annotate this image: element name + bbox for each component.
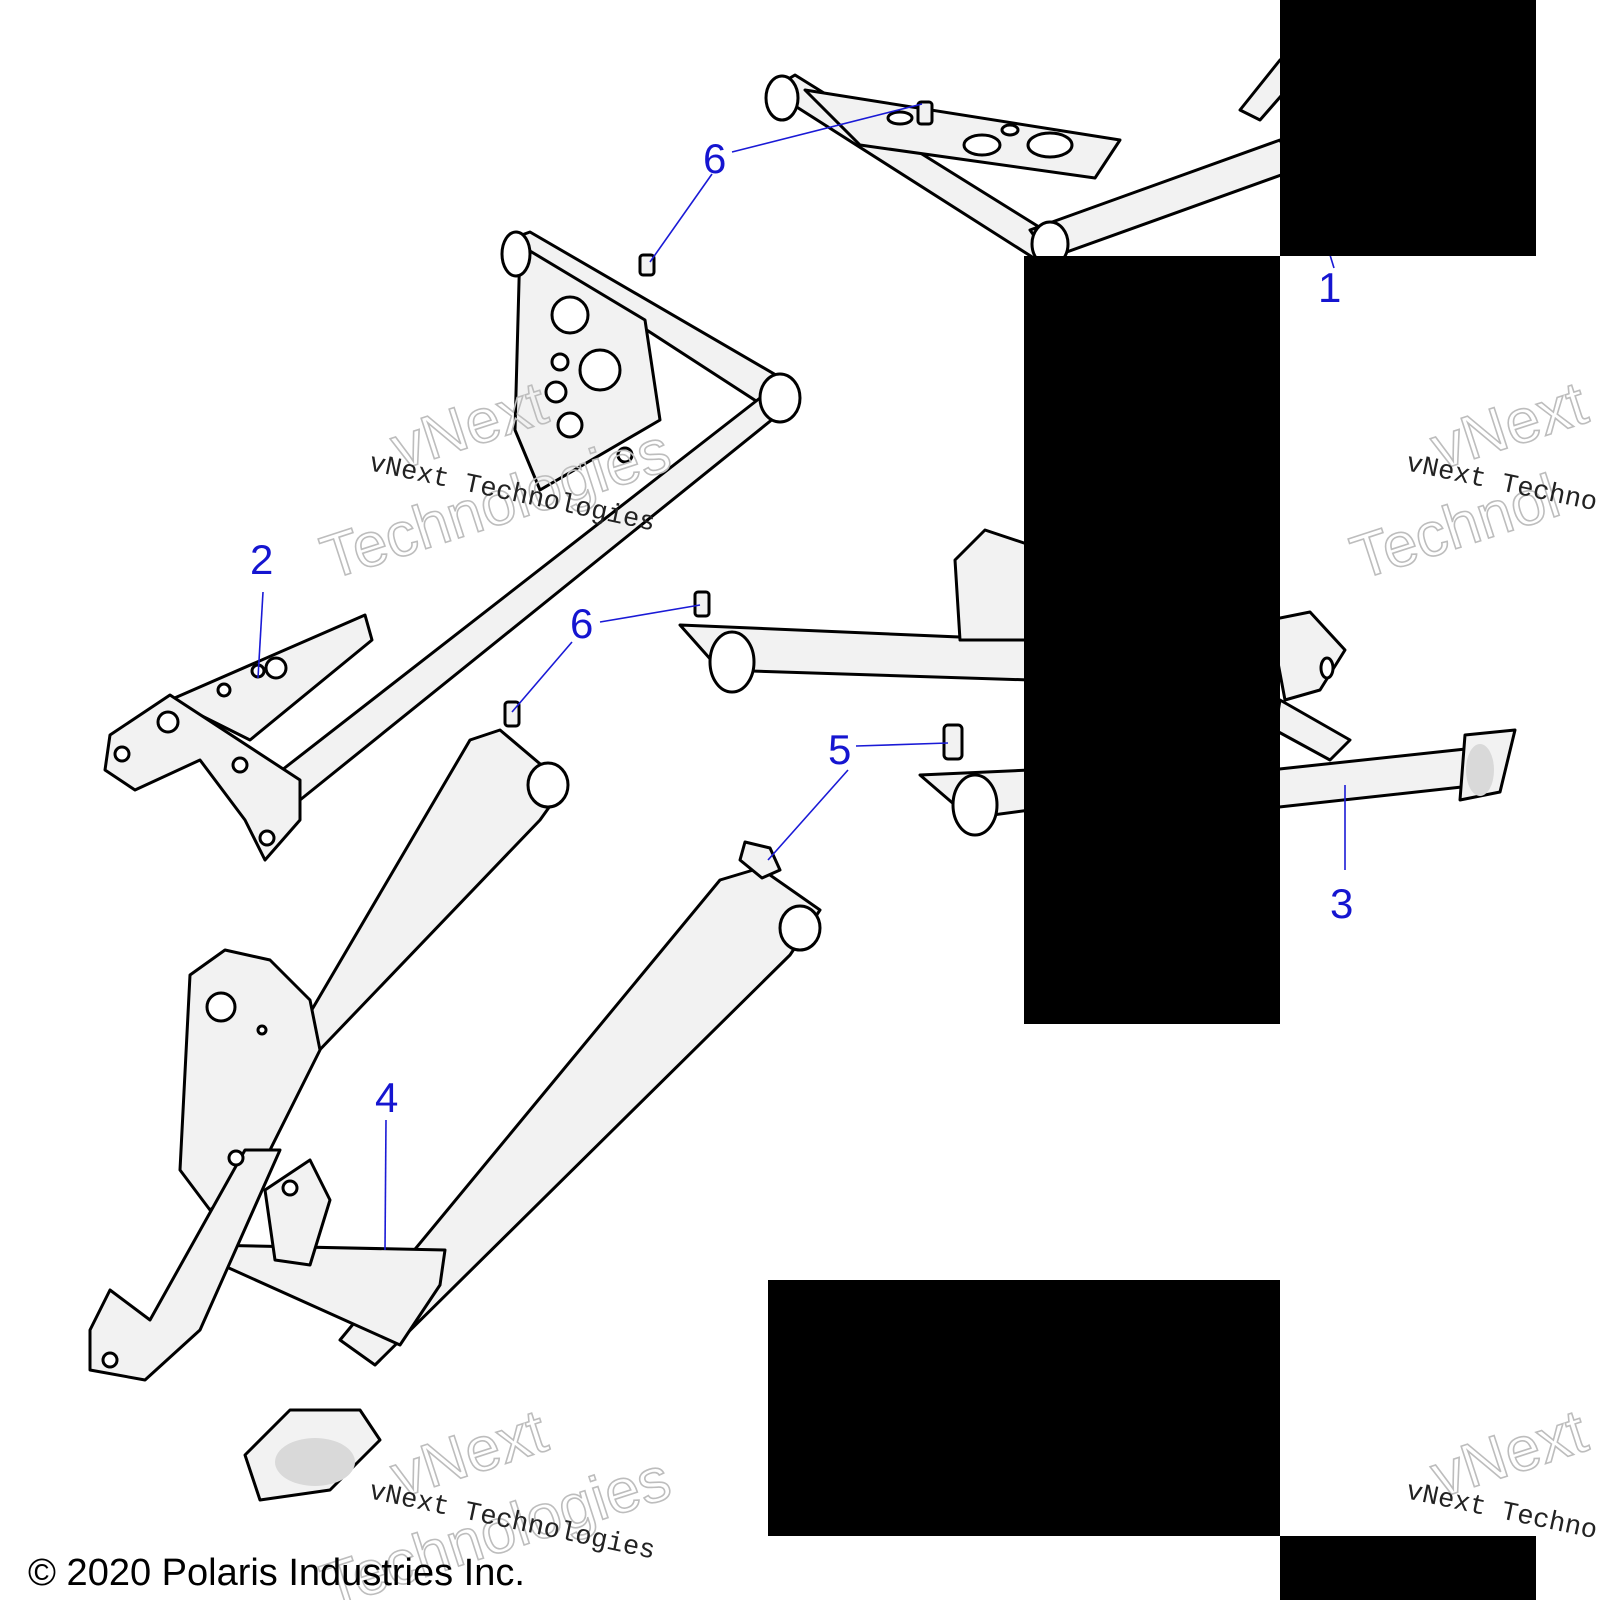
redaction-block (768, 1280, 1280, 1536)
fitting-5-elbow (738, 840, 782, 880)
redaction-block (1024, 256, 1280, 1024)
callout-5: 5 (828, 726, 851, 773)
leader-lines (257, 103, 1346, 1251)
fitting-5-straight (942, 723, 964, 761)
redaction-block (1280, 1536, 1536, 1600)
callout-2: 2 (250, 536, 273, 583)
callout-4: 4 (375, 1074, 398, 1121)
fitting-6-top (916, 100, 934, 126)
watermark-bottom-right: vNext vNext Techno (1403, 1396, 1599, 1547)
callout-3: 3 (1330, 880, 1353, 927)
grease-fittings (503, 100, 964, 880)
part-4-trailing-arm (88, 728, 822, 1502)
copyright-notice: © 2020 Polaris Industries Inc. (28, 1552, 525, 1594)
part-1-upper-arm (764, 58, 1297, 268)
part-2-upper-arm (103, 230, 802, 862)
callout-labels: 1 2 3 4 5 6 6 (250, 135, 1353, 1121)
redactions (768, 0, 1536, 1600)
tube-end (764, 74, 800, 122)
callout-6-middle: 6 (570, 600, 593, 647)
callout-1: 1 (1318, 264, 1341, 311)
watermark-top-right: vNext Technol vNext Techno (1342, 368, 1599, 594)
fitting-6-middle (693, 590, 711, 618)
redaction-block (1280, 0, 1536, 256)
callout-6-top: 6 (703, 135, 726, 182)
